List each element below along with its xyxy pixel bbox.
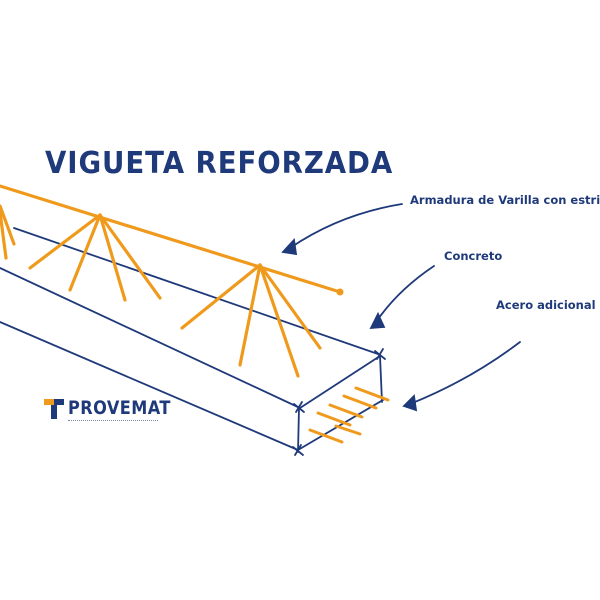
label-acero: Acero adicional <box>496 298 596 312</box>
diagram-title: VIGUETA REFORZADA <box>45 146 394 181</box>
beam-top-back-edge <box>13 227 379 355</box>
provemat-logo: PROVEMAT <box>42 395 172 435</box>
callout-arrows <box>281 203 521 412</box>
stirrup <box>98 213 162 300</box>
stirrup <box>180 263 262 330</box>
beam-end-bottom-edge <box>297 399 384 451</box>
armadura-arrowhead <box>281 237 298 256</box>
stirrup <box>0 204 16 246</box>
corner-tick <box>374 348 386 360</box>
concreto-arrowhead <box>369 311 386 330</box>
top-rebar <box>0 184 342 294</box>
provemat-logo-icon <box>44 399 64 419</box>
beam-end-vertical-left <box>297 407 300 453</box>
provemat-wordmark: PROVEMAT <box>68 397 171 419</box>
stirrup <box>68 213 102 292</box>
stirrup <box>0 210 8 260</box>
steel-bar <box>342 394 378 410</box>
corner-tick <box>292 444 304 456</box>
stirrup <box>258 263 322 350</box>
armadura-arrow <box>289 203 403 249</box>
label-armadura: Armadura de Varilla con estribos <box>410 193 600 207</box>
concrete-beam <box>0 227 386 456</box>
acero-arrowhead <box>402 394 418 412</box>
corner-tick <box>293 401 305 413</box>
stirrup <box>28 213 102 270</box>
acero-arrow <box>409 341 521 405</box>
steel-bar <box>316 411 352 427</box>
beam-top-front-edge <box>0 267 301 409</box>
steel-bar <box>328 403 364 419</box>
stirrup <box>258 263 300 378</box>
concreto-arrow <box>375 265 435 323</box>
steel-bar <box>334 424 362 436</box>
beam-bottom-front-edge <box>0 321 299 451</box>
label-concreto: Concreto <box>444 249 503 263</box>
stirrup <box>98 213 127 302</box>
rebar-end <box>336 288 344 296</box>
rebar-truss <box>0 184 344 378</box>
steel-bar <box>308 428 344 444</box>
beam-end-vertical-right <box>379 355 383 403</box>
stirrup <box>238 263 262 367</box>
steel-bar <box>354 386 390 402</box>
logo-tagline-line <box>68 420 158 423</box>
additional-steel <box>308 386 390 444</box>
beam-end-top-edge <box>299 355 381 409</box>
